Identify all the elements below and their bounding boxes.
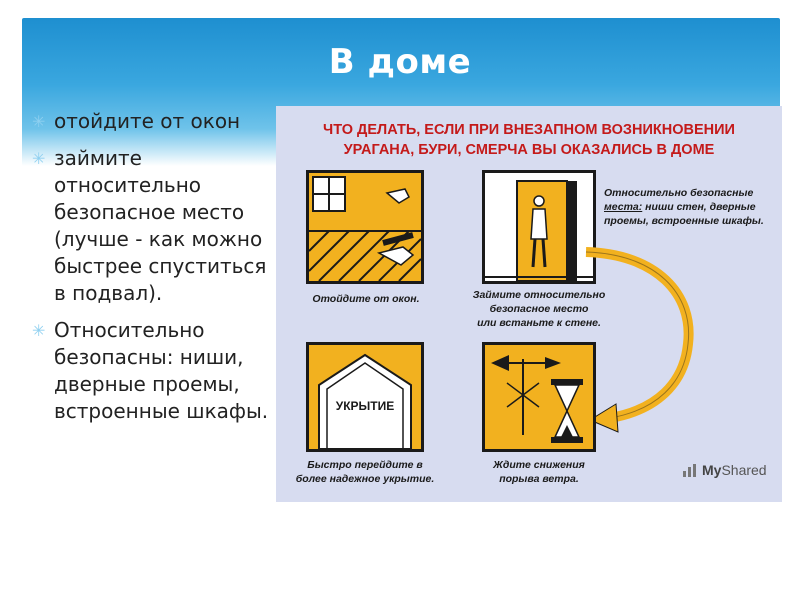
asterisk-bullet-icon: ✳: [32, 112, 46, 131]
chart-logo-icon: [683, 464, 696, 477]
panel2-caption: Займите относительно безопасное место ил…: [456, 288, 622, 330]
caption-line: Ждите снижения: [493, 459, 585, 471]
shelter-label: УКРЫТИЕ: [335, 399, 395, 413]
asterisk-bullet-icon: ✳: [32, 321, 46, 340]
infographic-title-line: УРАГАНА, БУРИ, СМЕРЧА ВЫ ОКАЗАЛИСЬ В ДОМ…: [343, 142, 715, 158]
infographic-card: ЧТО ДЕЛАТЬ, ЕСЛИ ПРИ ВНЕЗАПНОМ ВОЗНИКНОВ…: [276, 106, 782, 502]
watermark-text: MyShared: [702, 462, 767, 478]
panel4-caption: Ждите снижения порыва ветра.: [456, 458, 622, 486]
note-line: места: ниши стен, дверные: [604, 200, 780, 214]
bullet-item: ✳ займите относительно безопасное место (…: [30, 145, 280, 307]
panel-safe-place: [482, 170, 596, 284]
shelter-house-icon: [309, 345, 421, 449]
bullet-list: ✳ отойдите от окон ✳ займите относительно …: [30, 108, 280, 435]
caption-line: безопасное место: [489, 303, 589, 315]
window-scene-icon: [309, 173, 421, 281]
caption-line: Займите относительно: [472, 289, 606, 301]
note-underlined: места:: [604, 201, 643, 213]
slide-title: В доме: [328, 42, 472, 82]
infographic-title-line: ЧТО ДЕЛАТЬ, ЕСЛИ ПРИ ВНЕЗАПНОМ ВОЗНИКНОВ…: [323, 122, 735, 138]
doorway-person-icon: [485, 173, 593, 281]
watermark-bold: My: [702, 462, 722, 478]
bullet-item: ✳ отойдите от окон: [30, 108, 280, 135]
caption-line: порыва ветра.: [499, 473, 579, 485]
panel3-caption: Быстро перейдите в более надежное укрыти…: [280, 458, 450, 486]
panel1-caption: Отойдите от окон.: [312, 293, 420, 305]
panel-shelter: УКРЫТИЕ: [306, 342, 424, 452]
asterisk-bullet-icon: ✳: [32, 149, 46, 168]
bullet-text: отойдите от окон: [54, 109, 241, 133]
watermark-rest: Shared: [721, 462, 767, 478]
caption-line: или встаньте к стене.: [477, 317, 601, 329]
caption-line: Быстро перейдите в: [307, 459, 423, 471]
safe-places-note: Относительно безопасные места: ниши стен…: [604, 186, 780, 228]
weathervane-hourglass-icon: [485, 345, 593, 449]
note-line: проемы, встроенные шкафы.: [604, 215, 764, 227]
note-line: Относительно безопасные: [604, 187, 754, 199]
infographic-title: ЧТО ДЕЛАТЬ, ЕСЛИ ПРИ ВНЕЗАПНОМ ВОЗНИКНОВ…: [276, 120, 782, 160]
note-text: ниши стен, дверные: [642, 201, 756, 213]
bullet-text: Относительно безопасны: ниши, дверные пр…: [54, 318, 269, 423]
panel-away-from-windows: [306, 170, 424, 284]
panel-wait-wind: [482, 342, 596, 452]
bullet-text: займите относительно безопасное место (л…: [54, 146, 267, 305]
curved-arrow-icon: [585, 247, 694, 433]
bullet-item: ✳ Относительно безопасны: ниши, дверные п…: [30, 317, 280, 425]
watermark: MyShared: [682, 462, 767, 478]
caption-line: более надежное укрытие.: [295, 473, 435, 485]
